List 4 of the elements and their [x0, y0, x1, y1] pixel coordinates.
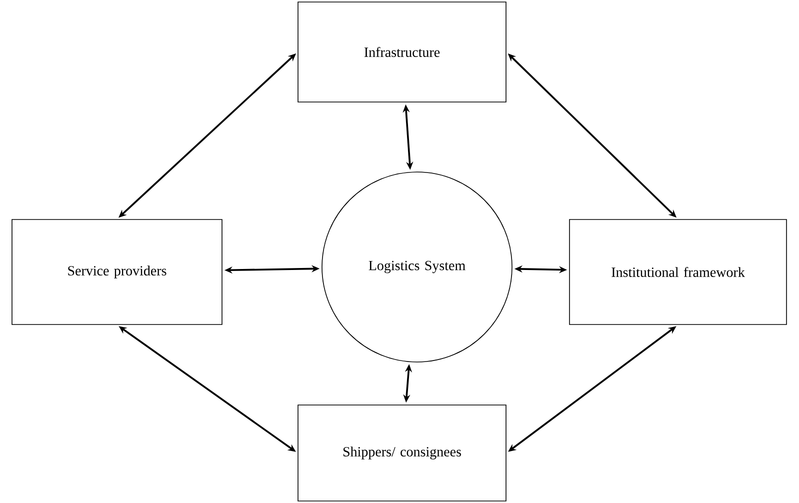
- process-box: Infrastructure: [298, 2, 506, 102]
- process-box: Shippers/ consignees: [298, 404, 506, 502]
- process-box: Institutional framework: [569, 219, 787, 325]
- process-box: Service providers: [12, 219, 222, 325]
